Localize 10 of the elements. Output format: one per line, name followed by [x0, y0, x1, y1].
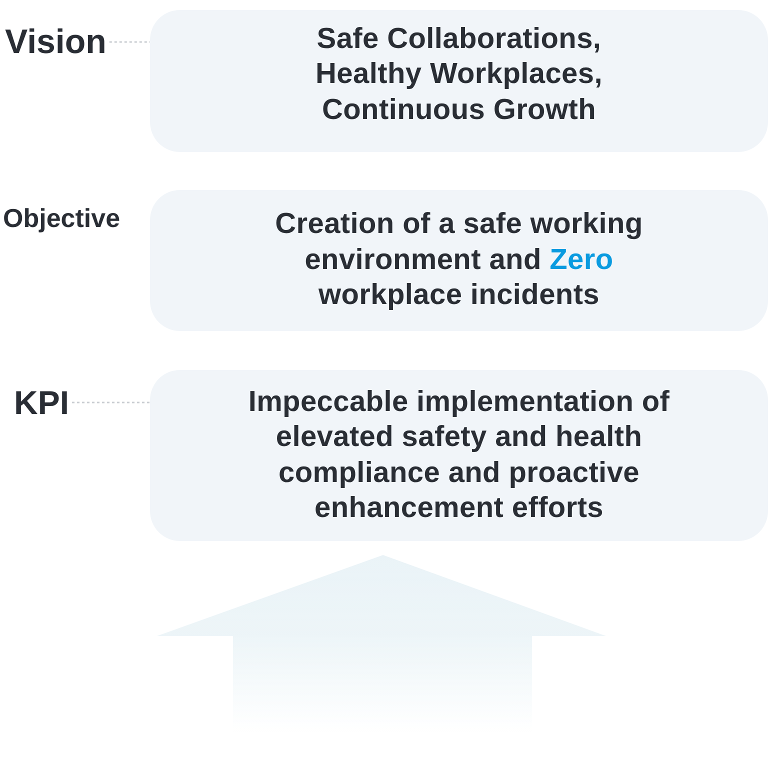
leader-line: [109, 41, 150, 43]
statement-text: Safe Collaborations, Healthy Workplaces, Continuous Growth: [314, 22, 604, 128]
statement-text: Creation of a safe working environment and Zero workplace incidents: [274, 207, 644, 314]
level-label: Vision: [5, 25, 106, 59]
statement-box: [150, 10, 768, 152]
level-label: KPI: [14, 386, 70, 419]
leader-line: [72, 402, 150, 404]
statement-text: Impeccable implementation of elevated safety and health compliance and proactive enhancement efforts: [247, 384, 671, 526]
level-label: Objective: [3, 205, 120, 231]
statement-box: [150, 370, 768, 541]
